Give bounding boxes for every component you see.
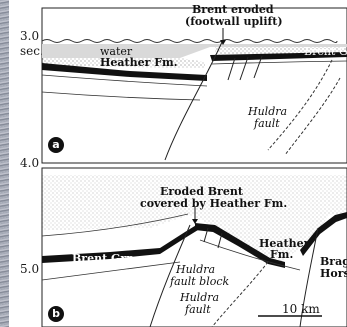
huldra-fault-label-a-2: fault xyxy=(254,117,280,130)
main-fault-a xyxy=(164,41,223,161)
time-tick-3: 3.0 xyxy=(20,29,40,43)
panel-b-annotation-2: covered by Heather Fm. xyxy=(140,197,288,210)
heather-label-a: Heather Fm. xyxy=(100,56,178,69)
minor-fault-a2 xyxy=(239,56,249,81)
panel-b xyxy=(41,167,347,327)
annotation-arrowhead-a xyxy=(220,40,226,45)
brent-band-left-b xyxy=(42,224,198,263)
huldra-fault-a2 xyxy=(284,77,341,156)
right-block-label-1: Brag xyxy=(320,255,347,268)
time-tick-5: 5.0 xyxy=(20,262,40,276)
horizon-a3 xyxy=(211,60,347,65)
sea-surface-line xyxy=(41,39,338,43)
huldra-fault-label-b-2: fault xyxy=(185,303,211,316)
brent-label-b: Brent Grp. xyxy=(72,252,138,265)
heather-band-left xyxy=(42,63,207,81)
horizon-b3 xyxy=(199,239,301,271)
brent-band-right-b xyxy=(300,212,347,256)
huldra-fault-a1 xyxy=(267,59,333,151)
overburden-b xyxy=(42,175,347,262)
fault-block-label-1: Huldra xyxy=(176,263,216,276)
heather-label-b-2: Fm. xyxy=(270,248,294,261)
panel-a-annotation-title-1: Brent eroded xyxy=(192,3,274,16)
brent-label-a: Brent Gr. xyxy=(304,45,347,58)
left-edge-strip xyxy=(0,0,9,327)
time-unit-label: sec. xyxy=(20,44,44,58)
panel-a-frame xyxy=(41,7,347,164)
fault-block-label-2: fault block xyxy=(170,275,230,288)
time-tick-4: 4.0 xyxy=(20,156,40,170)
panel-b-annotation-1: Eroded Brent xyxy=(160,185,243,198)
main-fault-b xyxy=(149,224,191,327)
panel-b-badge: b xyxy=(48,306,64,322)
horizon-b2 xyxy=(41,261,181,281)
horizon-a2 xyxy=(41,91,201,101)
right-block-label-2: Hors xyxy=(320,267,347,280)
minor-fault-b1 xyxy=(203,227,209,243)
panel-a xyxy=(41,7,347,164)
heather-label-b-1: Heather xyxy=(259,237,310,250)
huldra-fault-label-a-1: Huldra xyxy=(248,105,288,118)
panel-a-annotation-title-2: (footwall uplift) xyxy=(185,15,283,28)
huldra-fault-b xyxy=(211,261,269,327)
horizon-b1 xyxy=(41,213,189,237)
annotation-arrowhead-b xyxy=(192,219,198,224)
minor-fault-a1 xyxy=(227,57,236,81)
sediment-layer-a xyxy=(42,58,205,68)
huldra-fault-label-b-1: Huldra xyxy=(180,291,220,304)
heather-band-crest-b xyxy=(195,223,285,268)
horizon-a1 xyxy=(41,74,208,87)
minor-fault-a3 xyxy=(253,55,263,79)
water-label: water xyxy=(100,45,133,58)
minor-fault-b2 xyxy=(217,232,223,249)
water-layer xyxy=(42,44,347,58)
panel-b-frame xyxy=(41,167,347,327)
brent-band-right xyxy=(210,52,347,61)
scale-label: 10 km xyxy=(282,302,320,316)
panel-a-badge: a xyxy=(48,137,64,153)
